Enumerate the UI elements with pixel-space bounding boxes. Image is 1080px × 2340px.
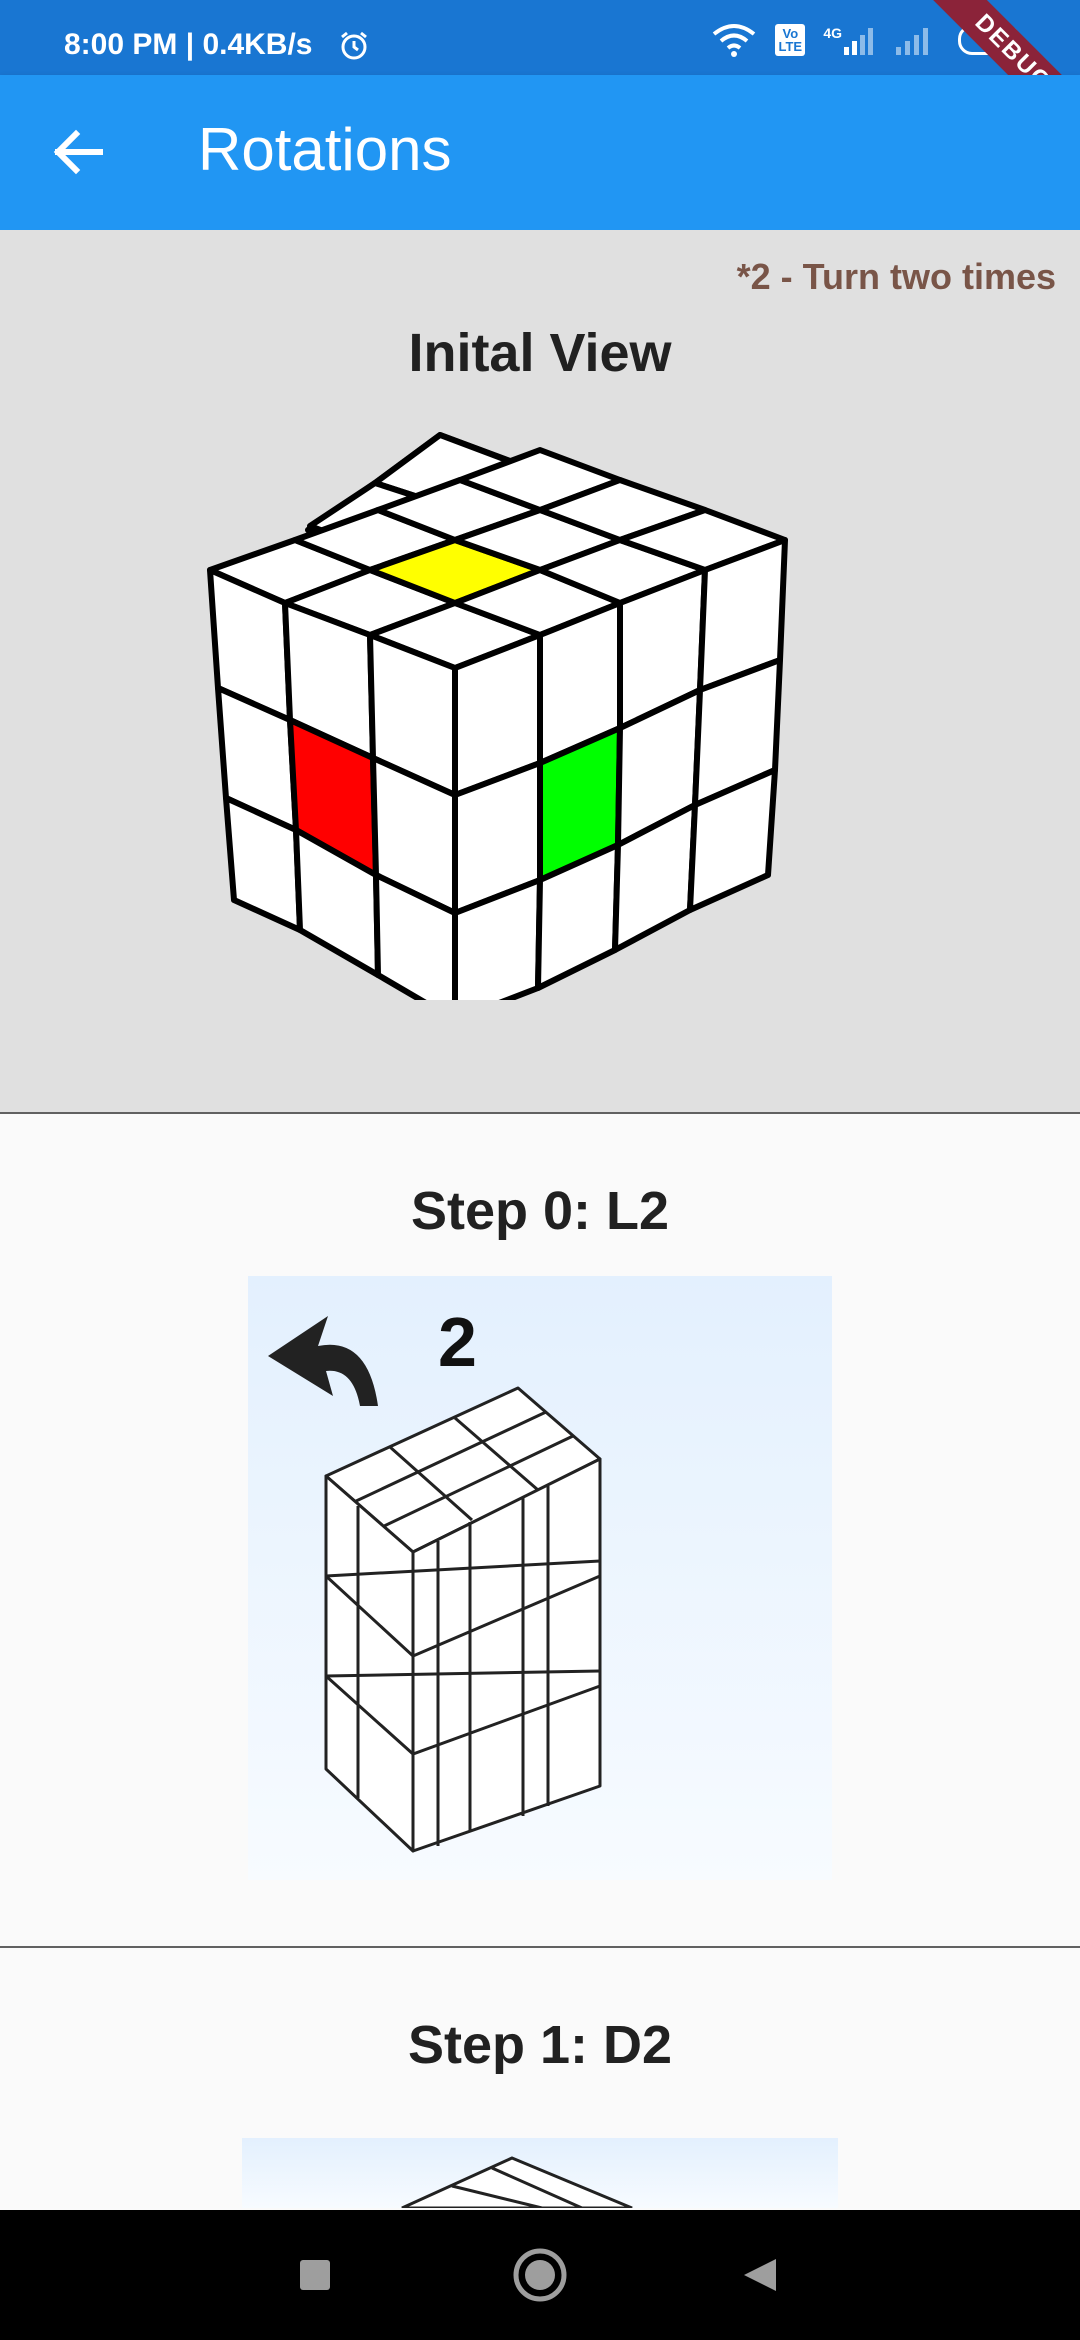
- signal-4g-icon: 4G: [823, 25, 878, 55]
- circle-icon: [513, 2248, 567, 2302]
- volte-icon: Vo LTE: [775, 24, 806, 56]
- initial-cube-image: [207, 432, 788, 1000]
- step-0-section: Step 0: L2 2: [0, 1114, 1080, 1948]
- network-type-label: 4G: [823, 25, 842, 41]
- signal-icon: [896, 25, 940, 55]
- turn-note: *2 - Turn two times: [736, 256, 1056, 297]
- status-bar: 8:00 PM | 0.4KB/s Vo LTE 4G 26 DEBUG: [0, 0, 1080, 155]
- step-0-image: 2: [248, 1276, 832, 1880]
- page-title: Rotations: [198, 116, 452, 183]
- status-time: 8:00 PM | 0.4KB/s: [64, 28, 313, 61]
- alarm-icon: [338, 30, 370, 67]
- system-back-button[interactable]: [728, 2243, 792, 2307]
- back-button[interactable]: [40, 120, 114, 184]
- triangle-back-icon: [744, 2259, 776, 2291]
- recents-button[interactable]: [283, 2243, 347, 2307]
- wifi-icon: [711, 22, 757, 58]
- step-1-title: Step 1: D2: [407, 2015, 673, 2075]
- rotation-count-label: 2: [438, 1303, 477, 1381]
- step-0-title: Step 0: L2: [410, 1181, 670, 1241]
- app-bar: Rotations: [0, 75, 1080, 230]
- home-button[interactable]: [508, 2243, 572, 2307]
- initial-view-section: *2 - Turn two times Inital View: [0, 230, 1080, 1114]
- square-icon: [300, 2260, 330, 2290]
- rotate-arrow-icon: [268, 1316, 378, 1406]
- step-1-section: Step 1: D2: [0, 1948, 1080, 2208]
- step-1-image: [242, 2138, 838, 2208]
- arrow-back-icon: [53, 129, 103, 175]
- initial-view-title: Inital View: [408, 323, 672, 383]
- navigation-bar: [0, 2210, 1080, 2340]
